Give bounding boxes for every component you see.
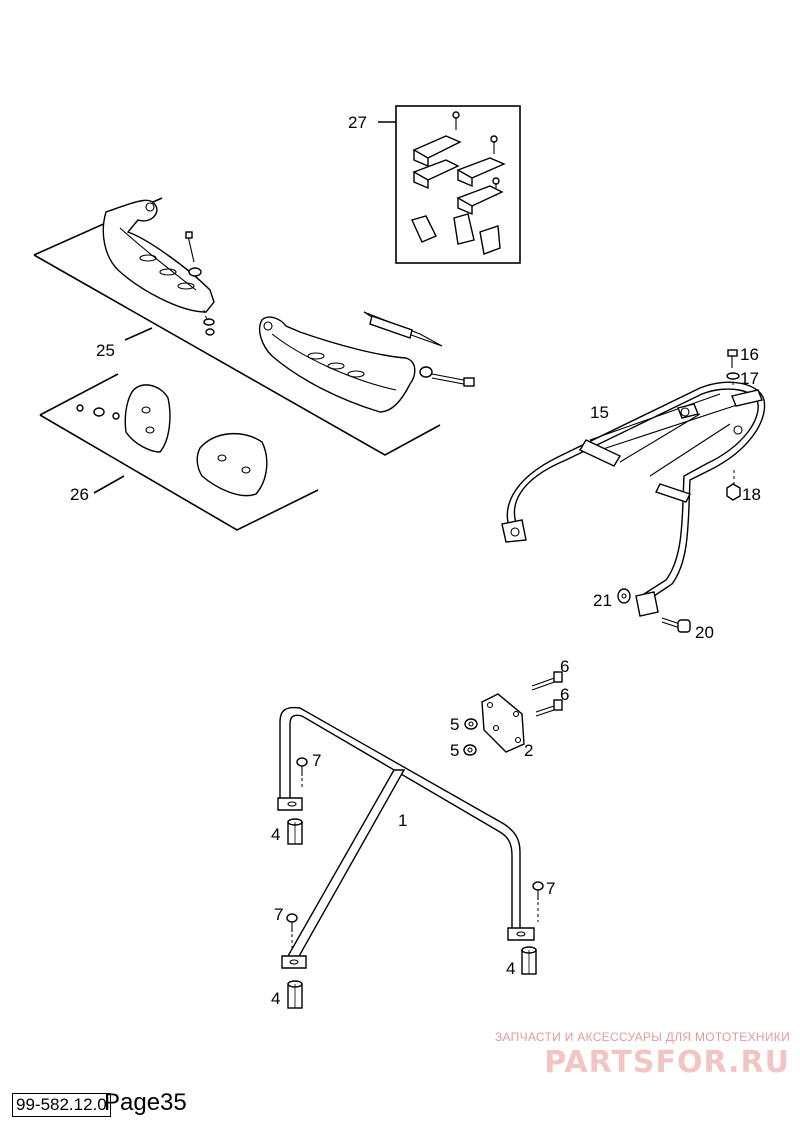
page-label: Page35 [104,1089,187,1116]
callout-7b: 7 [546,879,555,898]
callout-5b: 5 [450,741,459,760]
rack-hardware [617,349,741,633]
screws-7 [286,757,544,950]
callout-25: 25 [96,341,115,360]
callout-16: 16 [740,345,759,364]
callout-17: 17 [740,369,759,388]
rear-rack-15 [501,381,766,617]
document-number: 99-582.12.0 [12,1093,111,1117]
kit-27-box [378,105,521,264]
callout-27: 27 [348,113,367,132]
callout-7a: 7 [312,751,321,770]
callout-4a: 4 [271,825,280,844]
handguard-25-assembly [33,197,475,456]
callout-18: 18 [742,485,761,504]
shield-26-assembly [39,373,319,531]
callout-4b: 4 [506,959,515,978]
mounting-plate-2 [463,671,563,756]
callout-7c: 7 [274,905,283,924]
watermark-subtitle: ЗАПЧАСТИ И АКСЕССУАРЫ ДЛЯ МОТОТЕХНИКИ [494,1030,790,1044]
callout-15: 15 [590,403,609,422]
callout-26: 26 [70,485,89,504]
callout-6a: 6 [560,657,569,676]
callout-2: 2 [524,741,533,760]
callout-5a: 5 [450,715,459,734]
callout-1: 1 [398,811,407,830]
callout-6b: 6 [560,685,569,704]
frame-1 [277,706,535,969]
callout-4c: 4 [271,989,280,1008]
watermark-logo: PARTSFOR.RU [544,1045,790,1080]
spacers-4 [287,818,537,1009]
callout-20: 20 [695,623,714,642]
callout-21: 21 [593,591,612,610]
